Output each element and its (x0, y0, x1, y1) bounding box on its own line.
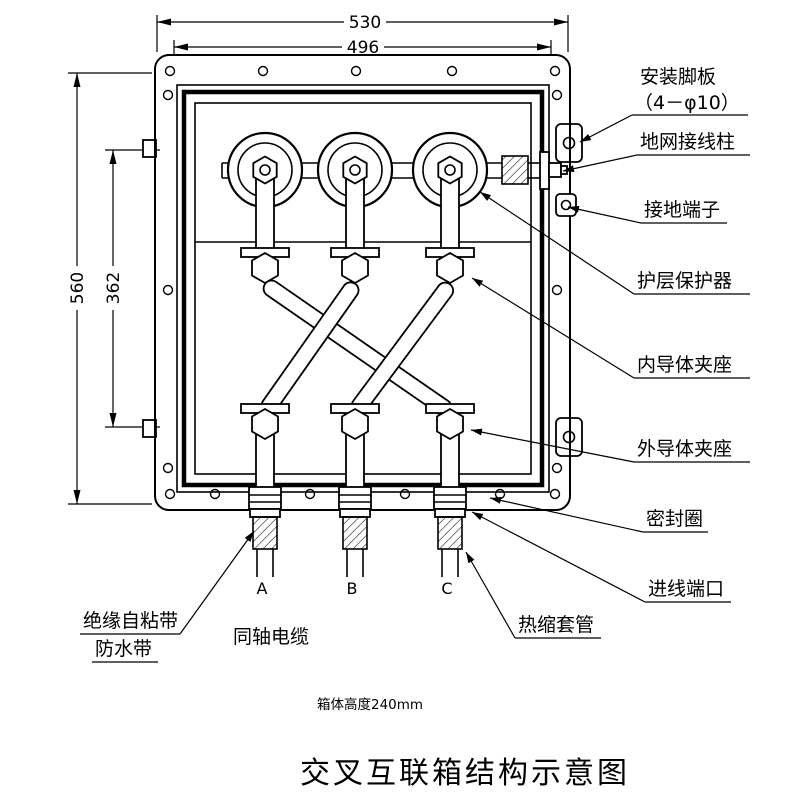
callout-ground-terminal: 接地端子 (567, 199, 727, 224)
phase-b-label: B (347, 579, 358, 598)
sheath-protector-label: 护层保护器 (637, 270, 732, 292)
title-text: 交叉互联箱结构示意图 (300, 756, 630, 791)
callout-sheath-protector: 护层保护器 (479, 191, 750, 295)
inner-clamp-c (425, 247, 475, 284)
dimension-left-inner: 362 (103, 149, 160, 428)
lower-conductor-bars (255, 431, 460, 490)
callout-insulation-tape: 绝缘自粘带 防水带 (80, 530, 255, 663)
coaxial-cable-note: 同轴电缆 (233, 626, 309, 648)
outer-conductor-clamps (240, 403, 475, 440)
dim-496: 496 (347, 38, 379, 58)
inner-clamp-b (330, 247, 380, 284)
inlet-port-label: 进线端口 (648, 578, 724, 600)
seal-ring-label: 密封圈 (646, 508, 703, 530)
drawing-title: 交叉互联箱结构示意图 (300, 756, 630, 791)
upper-conductor-bars (255, 175, 460, 257)
waterproof-tape-label: 防水带 (95, 638, 152, 660)
insulation-tape-label: 绝缘自粘带 (83, 610, 178, 632)
inner-conductor-clamps (240, 247, 475, 284)
heat-shrink-label: 热缩套管 (518, 614, 594, 636)
outer-clamp-label: 外导体夹座 (637, 438, 732, 460)
callout-ground-post: 地网接线柱 (562, 131, 750, 173)
mounting-plate-label-1: 安装脚板 (640, 66, 716, 88)
callout-outer-clamp: 外导体夹座 (470, 428, 750, 463)
callout-mounting-plate: 安装脚板 （4－φ10） (579, 66, 748, 143)
callout-inlet-port: 进线端口 (471, 511, 731, 603)
dim-560: 560 (68, 272, 88, 304)
dim-362: 362 (104, 272, 124, 304)
coaxial-cable-label: 同轴电缆 (233, 626, 309, 648)
dimension-left-outer: 560 (67, 72, 152, 505)
phase-c-label: C (441, 579, 452, 598)
ground-post-label: 地网接线柱 (640, 131, 735, 153)
phase-labels: A B C (257, 579, 453, 598)
box-height-text: 箱体高度240mm (317, 696, 423, 713)
cable-entry-c (433, 486, 467, 578)
ground-terminal-tab (555, 193, 577, 217)
flange-bolt-holes (162, 65, 563, 500)
mounting-plate-label-2: （4－φ10） (634, 92, 740, 114)
cross-link-bars (260, 279, 455, 417)
phase-a-label: A (257, 579, 268, 598)
dim-530: 530 (349, 13, 381, 33)
dimension-top-inner: 496 (173, 38, 552, 58)
outer-clamp-a (240, 403, 290, 440)
dimension-top-outer: 530 (156, 12, 569, 52)
box-height-note: 箱体高度240mm (317, 696, 423, 713)
ground-post-bolt (548, 162, 562, 178)
outer-clamp-b (330, 403, 380, 440)
cable-entry-b (338, 486, 372, 578)
cable-entries (248, 486, 467, 578)
callout-seal-ring: 密封圈 (489, 496, 708, 533)
outer-clamp-c (425, 403, 475, 440)
inner-clamp-label: 内导体夹座 (637, 354, 732, 376)
callout-inner-clamp: 内导体夹座 (471, 277, 750, 379)
callout-heat-shrink: 热缩套管 (465, 551, 601, 639)
inner-clamp-a (240, 247, 290, 284)
ground-terminal-label: 接地端子 (644, 199, 720, 221)
bus-block (501, 155, 529, 185)
